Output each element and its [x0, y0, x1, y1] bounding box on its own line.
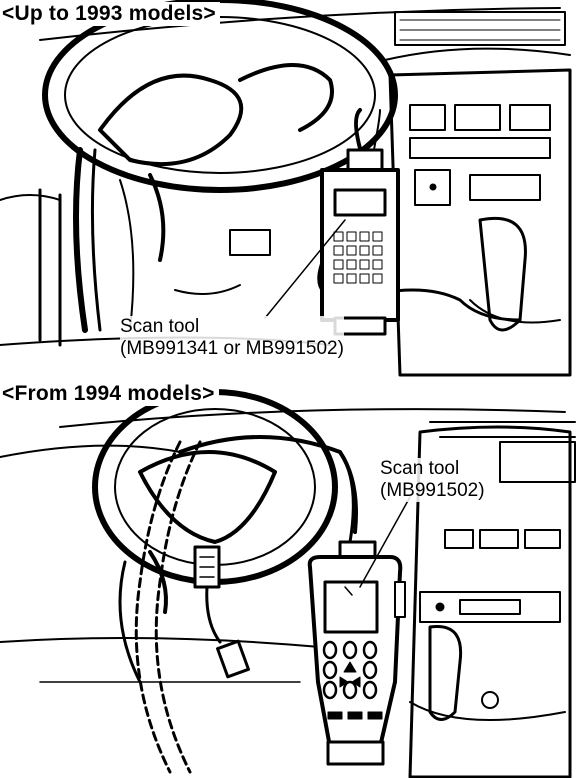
heading-up-to-1993: <Up to 1993 models>	[2, 2, 220, 26]
steering-wheel	[42, 0, 398, 193]
illustration-from-1994	[0, 389, 576, 778]
panel-from-1994: <From 1994 models> Scan tool (MB991502)	[0, 382, 576, 778]
callout-scan-tool-label-1994: Scan tool (MB991502)	[380, 458, 485, 502]
scan-tool-mb991502	[307, 540, 406, 766]
panel-up-to-1993: <Up to 1993 models> Scan tool (MB991341 …	[0, 0, 576, 382]
callout-line-2: (MB991502)	[380, 480, 485, 501]
callout-line-1: Scan tool	[380, 458, 460, 479]
callout-line-1: Scan tool	[120, 316, 200, 337]
heading-from-1994: <From 1994 models>	[2, 382, 219, 406]
illustration-up-to-1993	[0, 0, 572, 377]
callout-scan-tool-label: Scan tool (MB991341 or MB991502)	[120, 316, 344, 360]
scan-tool-mb991341	[320, 148, 400, 336]
callout-line-2: (MB991341 or MB991502)	[120, 338, 344, 359]
diagnosis-connector	[193, 545, 250, 679]
